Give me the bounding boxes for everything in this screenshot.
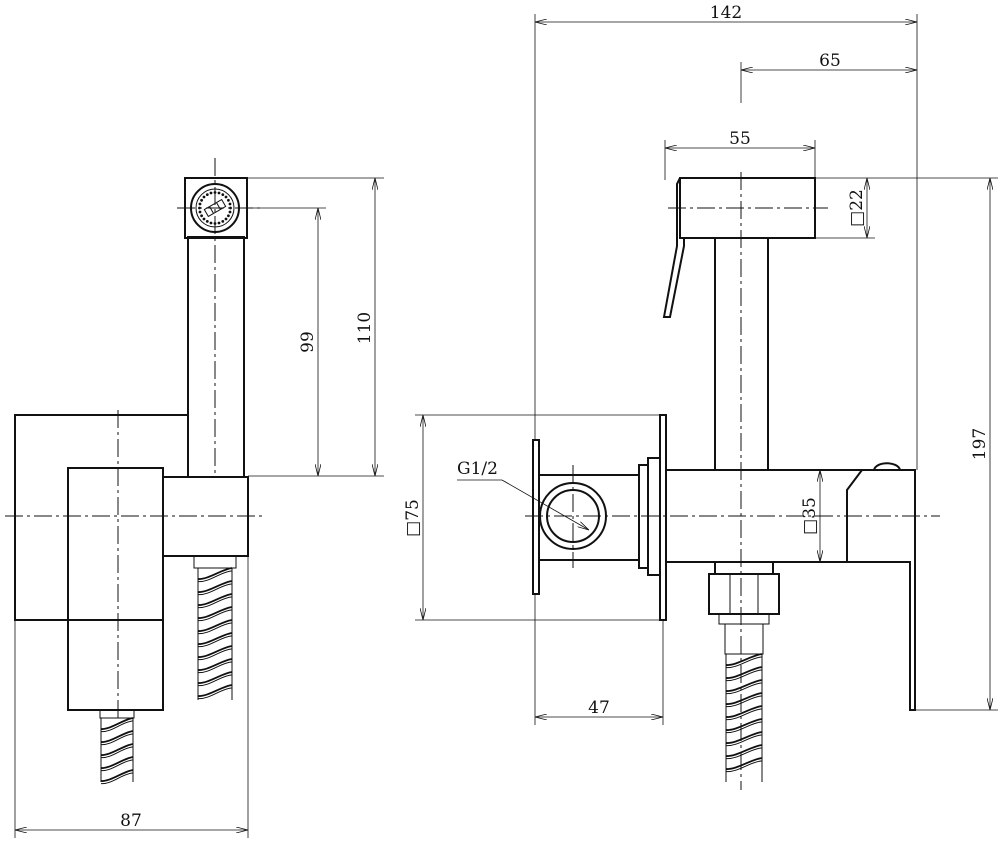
wall-plate [14, 414, 188, 621]
thread-label: G1/2 [457, 459, 498, 479]
dim-87-label: 87 [120, 811, 142, 831]
front-view: 110 99 87 [5, 158, 384, 838]
dim-75-label: □75 [403, 499, 423, 537]
dim-99-label: 99 [298, 331, 318, 353]
dim-110-label: 110 [355, 312, 375, 344]
wall-flange [532, 439, 540, 595]
dim-65-label: 65 [819, 51, 841, 71]
dim-197-label: 197 [970, 428, 990, 460]
dim-35-label: □35 [800, 497, 820, 535]
hose-side [725, 653, 763, 782]
dim-22-label: □22 [847, 189, 867, 227]
valve-body [666, 469, 864, 563]
mixer-body-front [67, 467, 164, 711]
hose-front-holder [197, 567, 233, 700]
hose-nut [708, 573, 780, 615]
dim-47-label: 47 [588, 698, 610, 718]
spray-nozzles [198, 191, 232, 225]
holder-pipe-front [187, 236, 245, 478]
dim-55-label: 55 [729, 129, 751, 149]
holder-block [162, 476, 249, 557]
lever-handle [847, 469, 916, 711]
hose-front-body [100, 717, 134, 785]
handshower-trigger [662, 177, 685, 318]
dim-142-label: 142 [710, 3, 742, 23]
side-view: 142 65 55 □22 197 □35 □75 47 [403, 3, 998, 790]
